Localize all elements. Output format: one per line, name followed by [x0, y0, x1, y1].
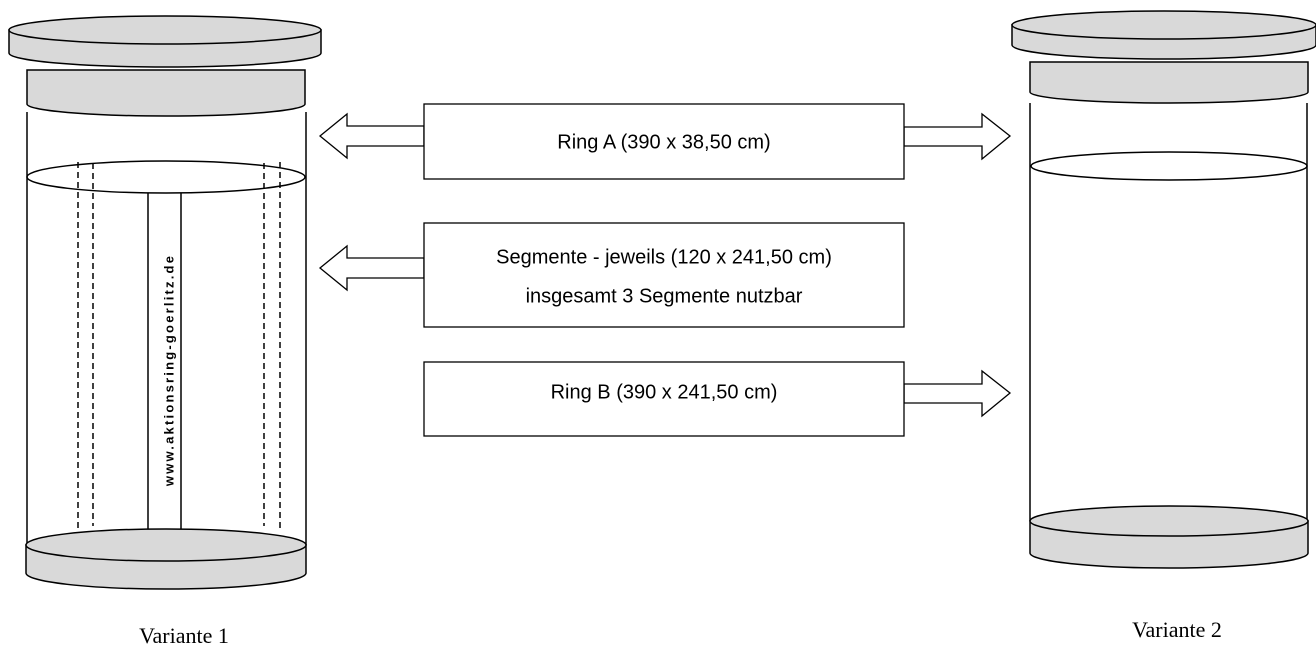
ring-b-box-frame	[423, 361, 905, 437]
ring-a-box-frame	[423, 103, 905, 180]
cylinder-1-collar	[26, 69, 306, 117]
cylinder-1-ring-a-divider	[26, 160, 306, 194]
segmente-label-line-2: insgesamt 3 Segmente nutzbar	[526, 285, 803, 307]
segmente-label-line-1: Segmente - jeweils (120 x 241,50 cm)	[496, 246, 832, 268]
cylinder-1-lid-top	[8, 15, 322, 45]
ring-a-label: Ring A (390 x 38,50 cm)	[557, 131, 770, 153]
segmente-left-arrow	[318, 244, 425, 292]
ring-a-right-arrow	[903, 112, 1012, 161]
segmente-box: Segmente - jeweils (120 x 241,50 cm) ins…	[423, 222, 905, 328]
ring-b-box: Ring B (390 x 241,50 cm)	[423, 361, 905, 437]
ring-b-label: Ring B (390 x 241,50 cm)	[551, 381, 778, 403]
cylinder-2-collar	[1029, 61, 1309, 104]
variante-2-caption: Variante 2	[1132, 617, 1222, 642]
cylinder-2-ring-a-divider	[1030, 151, 1308, 181]
cylinder-2-base-top	[1029, 505, 1309, 537]
cylinder-variante-2	[1011, 10, 1316, 569]
ring-a-box: Ring A (390 x 38,50 cm)	[423, 103, 905, 180]
cylinder-1-base-top	[25, 528, 307, 562]
website-url-label: www.aktionsring-goerlitz.de	[161, 254, 176, 487]
cylinder-variante-1: www.aktionsring-goerlitz.de	[8, 15, 322, 590]
variante-1-caption: Variante 1	[139, 623, 229, 648]
ring-a-left-arrow	[318, 112, 425, 160]
cylinder-2-lid-top	[1011, 10, 1316, 40]
segmente-box-frame	[423, 222, 905, 328]
ring-b-right-arrow	[903, 369, 1012, 418]
